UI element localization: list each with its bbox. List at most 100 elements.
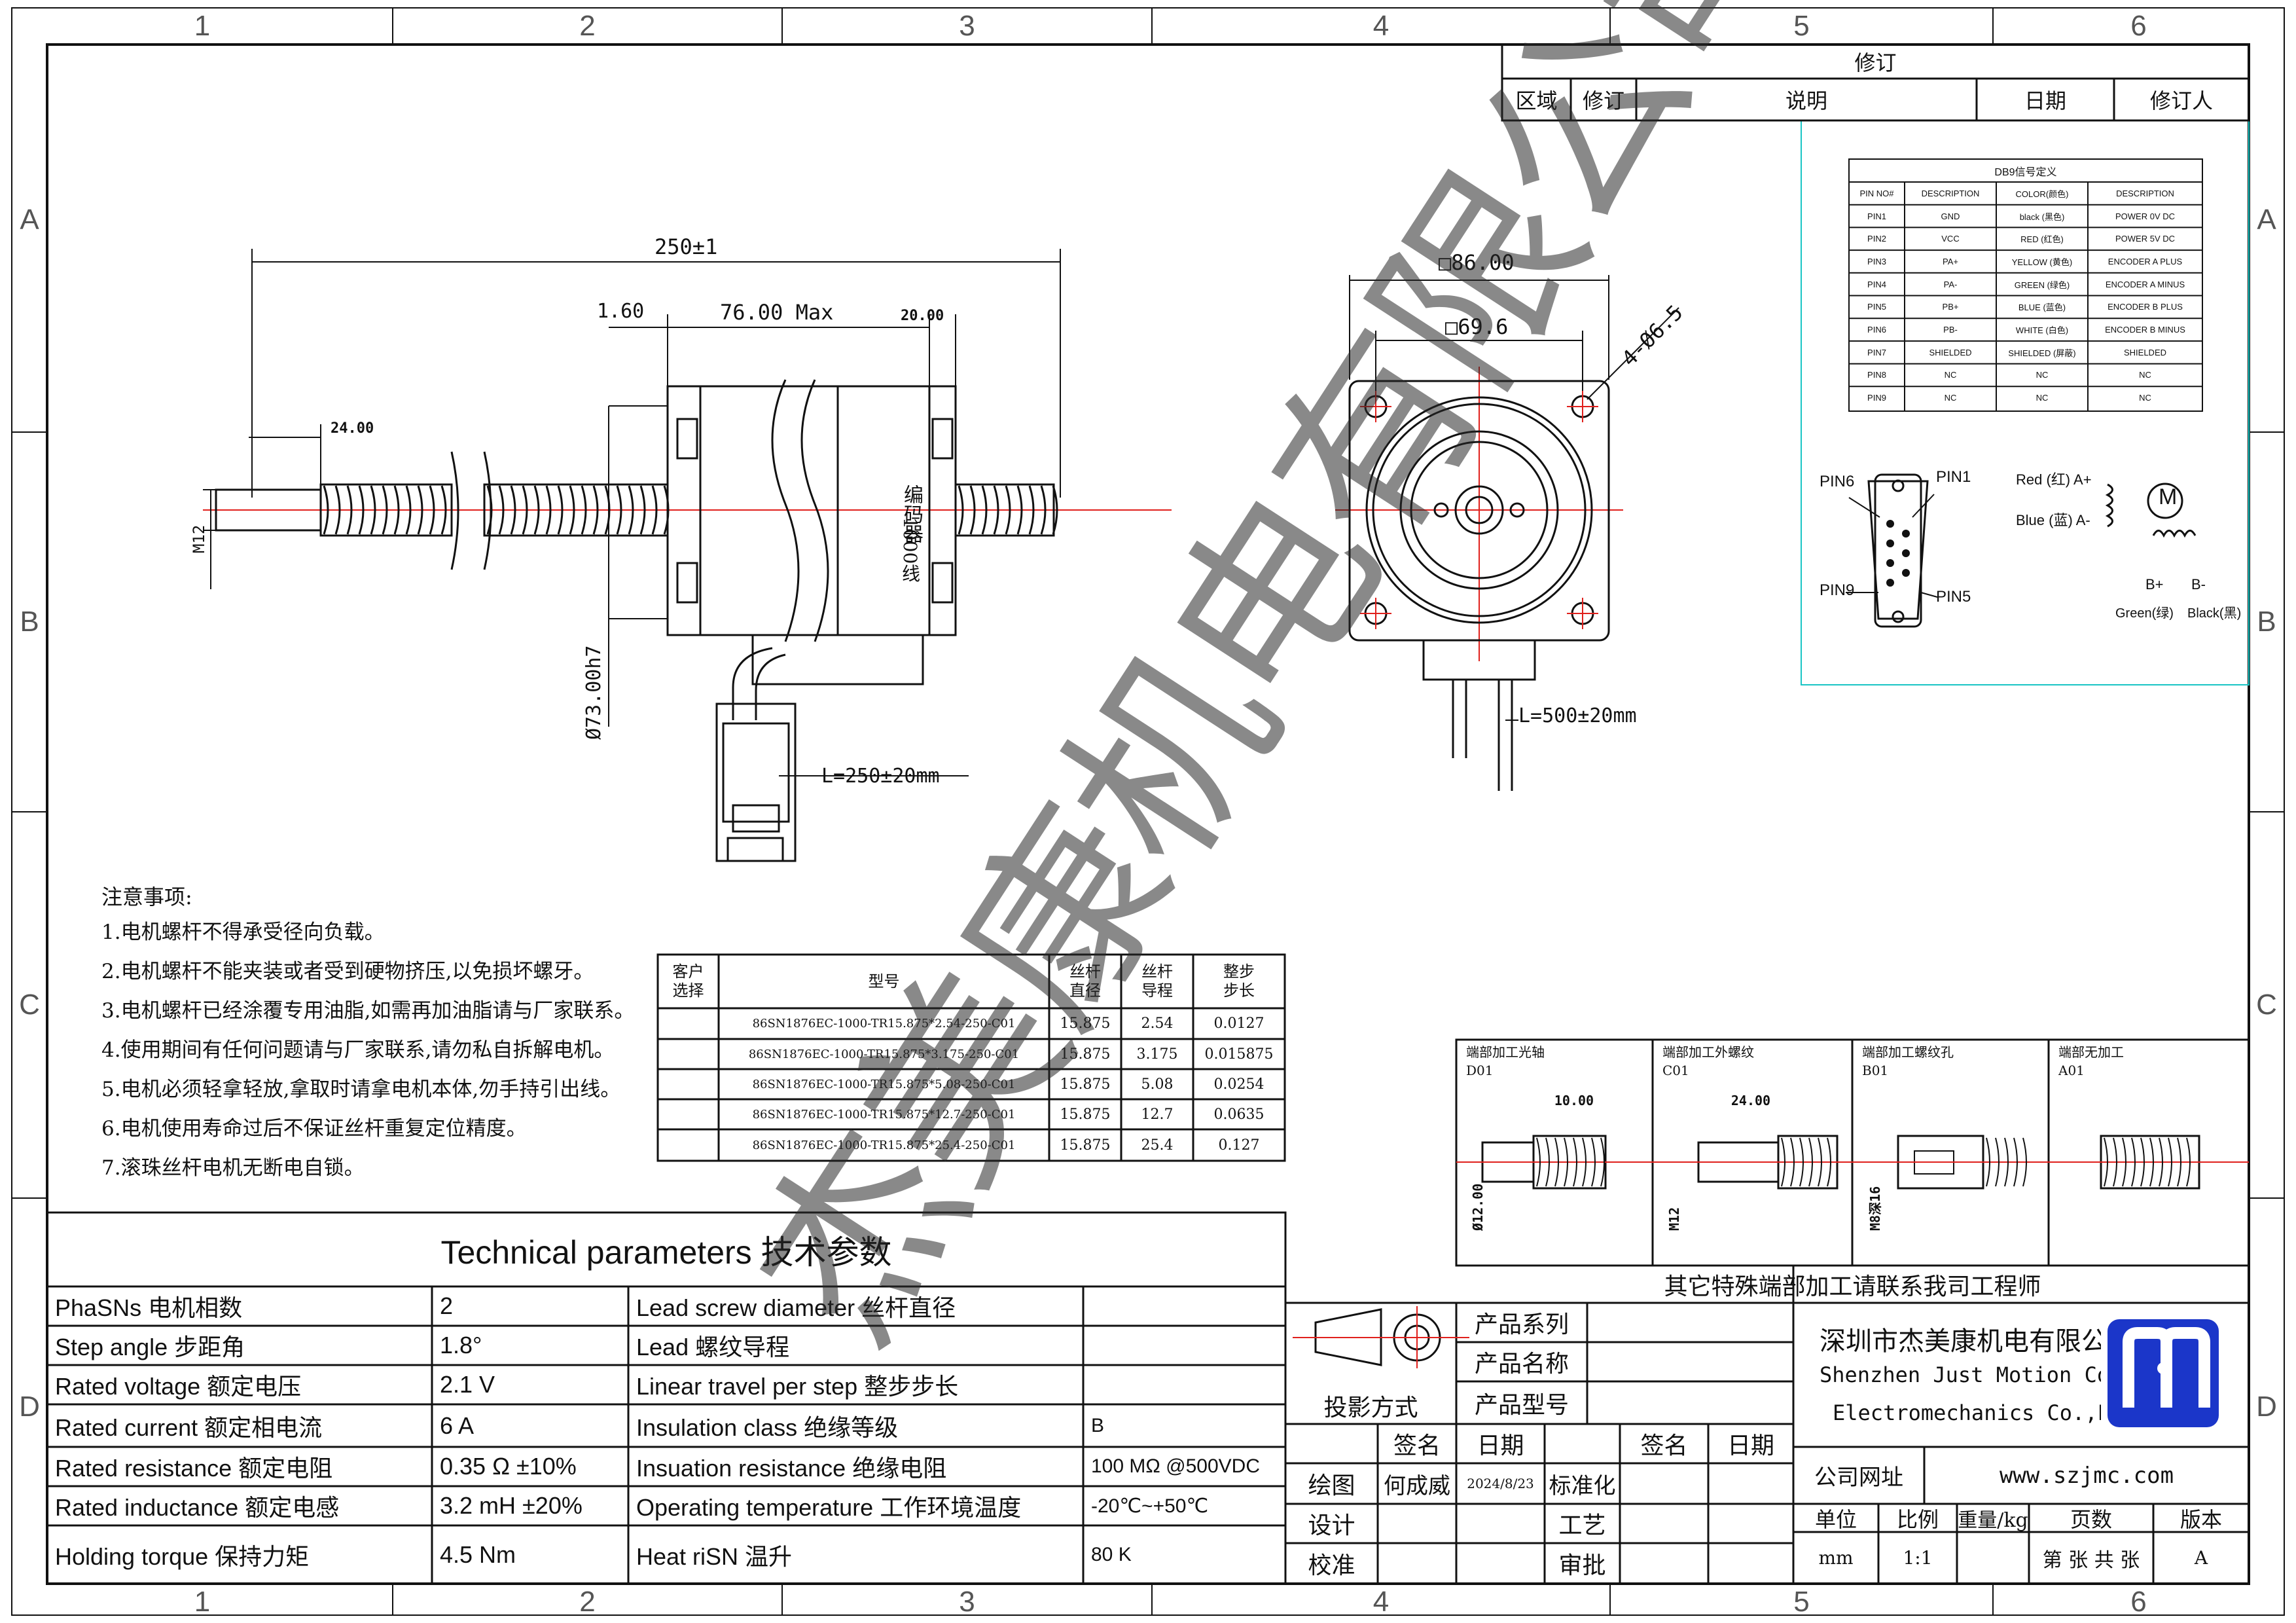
db9-title: DB9信号定义: [1994, 166, 2057, 178]
db9-cell: POWER 0V DC: [2115, 211, 2175, 221]
tech-param-value: [1091, 1365, 1283, 1404]
end-machining-title: 端部加工光轴: [1466, 1044, 1545, 1060]
tech-param-value: 0.35 Ω ±10%: [440, 1453, 577, 1480]
revision-header: 修订: [1582, 88, 1624, 113]
note-item: 2.电机螺杆不能夹装或者受到硬物挤压,以免损坏螺牙。: [101, 960, 594, 983]
thread-line: [510, 485, 516, 535]
db9-cell: NC: [1944, 370, 1957, 380]
thread-line: [2122, 1137, 2126, 1187]
tech-param-name: Rated resistance 额定电阻: [55, 1455, 333, 1482]
thread-line: [2140, 1137, 2145, 1187]
coil-blue-label: Blue (蓝) A-: [2016, 512, 2090, 528]
revision-header: 说明: [1785, 88, 1827, 113]
tech-param-name: Rated voltage 额定电压: [55, 1373, 302, 1400]
end-machining-title: 端部加工外螺纹: [1662, 1044, 1754, 1060]
date-header-2: 日期: [1727, 1432, 1774, 1459]
db9-cell: NC: [2036, 370, 2049, 380]
model-value-cell: 12.7: [1141, 1106, 1174, 1123]
end-machining-footer: 其它特殊端部加工请联系我司工程师: [1664, 1273, 2041, 1300]
thread-line: [2113, 1137, 2117, 1187]
thread-line: [557, 485, 564, 535]
db9-cell: SHIELDED: [2123, 347, 2167, 357]
thread-line: [2186, 1137, 2191, 1187]
db9-cell: VCC: [1941, 234, 1960, 244]
db9-cell: NC: [2036, 393, 2049, 403]
tech-param-name: Lead screw diameter 丝杆直径: [636, 1294, 956, 1321]
end-machining-diameter: M8深16: [1867, 1186, 1883, 1231]
tech-param-value: 2: [440, 1292, 454, 1319]
db9-cell: NC: [2139, 370, 2151, 380]
zone-number-top: 4: [1372, 10, 1390, 42]
db9-cell: SHIELDED: [1929, 347, 1972, 357]
scale-value: 1:1: [1903, 1547, 1933, 1569]
db9-header-cell: DESCRIPTION: [2116, 188, 2174, 198]
thread-line: [1790, 1137, 1795, 1187]
db9-cell: ENCODER A MINUS: [2105, 279, 2185, 289]
db9-pin9-label: PIN9: [1820, 581, 1855, 599]
note-item: 4.使用期间有任何问题请与厂家联系,请勿私自拆解电机。: [101, 1038, 615, 1062]
end-machining-dim: 10.00: [1554, 1093, 1594, 1108]
dim-left-shaft: 24.00: [331, 420, 374, 437]
db9-pin-dot: [1886, 559, 1894, 567]
db9-cell: POWER 5V DC: [2115, 234, 2175, 244]
tech-param-name: Lead 螺纹导程: [636, 1334, 790, 1360]
pages-value: 第 张 共 张: [2042, 1548, 2140, 1572]
company-logo: [2108, 1319, 2219, 1427]
model-value-cell: [658, 1008, 719, 1039]
thread-line: [1827, 1137, 1831, 1187]
sign-header-2: 签名: [1640, 1432, 1688, 1459]
thread-line: [2177, 1137, 2181, 1187]
dim-right-shaft: 20.00: [901, 308, 944, 324]
thread-line: [522, 485, 528, 535]
model-number-cell: 86SN1876EC-1000-TR15.875*12.7-250-C01: [752, 1107, 1016, 1122]
draw-date: 2024/8/23: [1467, 1476, 1534, 1491]
model-header-cell: 丝杆 直径: [1069, 962, 1101, 1000]
db9-pin6-label: PIN6: [1820, 473, 1855, 490]
db9-table-border: [1848, 158, 2203, 412]
end-machining-code: B01: [1862, 1063, 1889, 1078]
db9-pin1-label: PIN1: [1936, 468, 1971, 486]
thread-line: [358, 485, 365, 535]
tech-param-value: 2.1 V: [440, 1371, 495, 1398]
end-machining-title: 端部无加工: [2058, 1044, 2124, 1060]
company-name-en-1: Shenzhen Just Motion Control: [1820, 1362, 2101, 1387]
thread-line: [429, 485, 435, 535]
design-label: 设计: [1308, 1512, 1355, 1539]
note-item: 7.滚珠丝杆电机无断电自锁。: [101, 1156, 365, 1180]
pages-label: 页数: [2070, 1506, 2112, 1532]
thread-line: [639, 485, 646, 535]
revision-header: 修订人: [2149, 88, 2213, 113]
db9-cell: ENCODER A PLUS: [2108, 256, 2183, 266]
db9-header-cell: PIN NO#: [1859, 188, 1894, 198]
thread-line: [393, 485, 400, 535]
scale-label: 比例: [1896, 1506, 1939, 1532]
thread-line: [1781, 1137, 1785, 1187]
thread-line: [2168, 1137, 2172, 1187]
tech-param-value: 100 MΩ @500VDC: [1091, 1455, 1260, 1477]
db9-cell: PIN2: [1867, 234, 1886, 244]
thread-line: [334, 485, 341, 535]
model-value-cell: [658, 1129, 719, 1161]
db9-pin-dot: [1902, 530, 1910, 538]
thread-line: [440, 485, 447, 535]
note-item: 5.电机必须轻拿轻放,拿取时请拿电机本体,勿手持引出线。: [101, 1078, 621, 1101]
dim-hole-square: □69.6: [1445, 314, 1509, 339]
model-value-cell: [658, 1099, 719, 1129]
cable-length-motor: L=500±20mm: [1518, 704, 1637, 727]
zone-letter-right: D: [2256, 1390, 2277, 1423]
db9-pin-dot: [1902, 549, 1910, 557]
dim-overall-length: 250±1: [655, 234, 718, 259]
title-block-grid: [1285, 1266, 2249, 1584]
process-label: 工艺: [1558, 1512, 1606, 1539]
thread-line: [1052, 485, 1058, 535]
dim-flange-square: □86.00: [1439, 250, 1515, 275]
thread-line: [628, 485, 634, 535]
thread-line: [1005, 485, 1011, 535]
zone-number-top: 6: [2130, 10, 2147, 42]
thread-line: [592, 485, 599, 535]
series-label: 产品系列: [1474, 1311, 1569, 1338]
standard-label: 标准化: [1549, 1472, 1616, 1499]
thread-line: [1600, 1137, 1605, 1187]
thread-line: [616, 485, 622, 535]
end-threads: [1536, 1137, 2191, 1187]
